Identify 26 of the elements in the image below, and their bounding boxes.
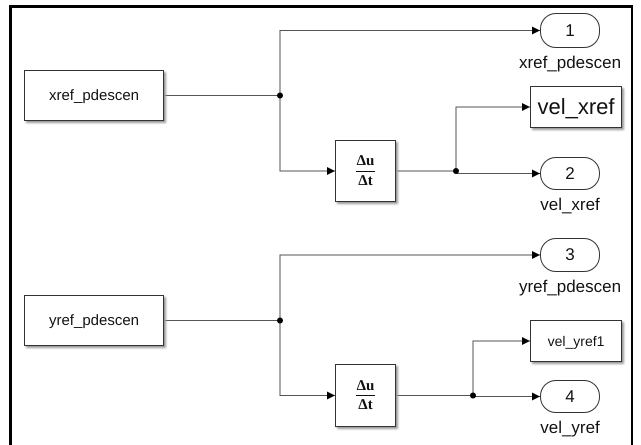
signal-block <box>530 320 622 362</box>
signal-block <box>530 86 622 128</box>
port-number: 1 <box>565 20 575 40</box>
port-number: 2 <box>565 164 575 184</box>
block-label: yref_pdescen <box>48 312 140 329</box>
denominator: Δt <box>358 172 373 189</box>
outport-block <box>540 238 600 272</box>
signal-block <box>24 295 164 346</box>
port-number: 3 <box>565 245 575 265</box>
signal-block <box>24 70 164 121</box>
port-name: vel_yref <box>540 418 600 438</box>
denominator: Δt <box>358 396 373 414</box>
derivative-block <box>335 364 396 427</box>
outport-block <box>540 13 600 48</box>
block-label: vel_yref1 <box>548 333 604 349</box>
port-number: 4 <box>565 386 575 406</box>
numerator: Δu <box>356 378 376 396</box>
block-label: vel_xref <box>537 94 615 120</box>
port-name: xref_pdescen <box>518 53 622 73</box>
block-label: xref_pdescen <box>48 87 140 104</box>
outport-block <box>540 380 600 413</box>
numerator: Δu <box>356 153 376 172</box>
outport-block <box>540 157 600 190</box>
derivative-block <box>335 140 396 202</box>
port-name: yref_pdescen <box>518 277 622 297</box>
port-name: vel_xref <box>540 195 600 215</box>
